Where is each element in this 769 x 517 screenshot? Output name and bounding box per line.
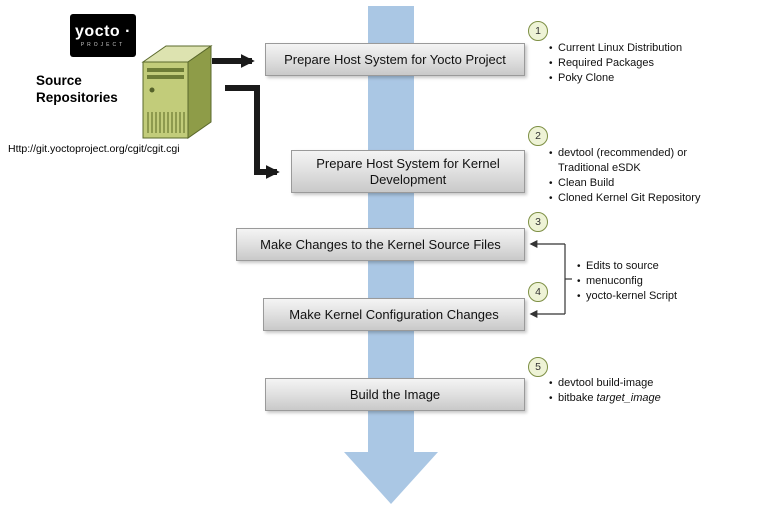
step4-box: Make Kernel Configuration Changes	[263, 298, 525, 331]
step5-box: Build the Image	[265, 378, 525, 411]
bullet-item: Poky Clone	[548, 71, 682, 86]
step3-number-badge: 3	[528, 212, 548, 232]
steps3-4-shared-bullet-list: Edits to source menuconfig yocto-kernel …	[576, 259, 677, 304]
bullet-item: Cloned Kernel Git Repository	[548, 191, 720, 206]
server-icon	[141, 45, 213, 139]
bullet-item: yocto-kernel Script	[576, 289, 677, 304]
bullet-item: Clean Build	[548, 176, 720, 191]
yocto-logo-subtitle: PROJECT	[80, 41, 126, 48]
step1-bullet-list: Current Linux Distribution Required Pack…	[548, 41, 682, 86]
step1-box: Prepare Host System for Yocto Project	[265, 43, 525, 76]
source-repositories-url: Http://git.yoctoproject.org/cgit/cgit.cg…	[8, 143, 180, 155]
bullet-item: devtool (recommended) or Traditional eSD…	[548, 146, 720, 176]
step2-bullet-list: devtool (recommended) or Traditional eSD…	[548, 146, 720, 206]
bullet-item: Required Packages	[548, 56, 682, 71]
step5-bullet-list: devtool build-image bitbake target_image	[548, 376, 661, 406]
step4-number-badge: 4	[528, 282, 548, 302]
bullet-item: Current Linux Distribution	[548, 41, 682, 56]
step5-number-badge: 5	[528, 357, 548, 377]
step2-number-badge: 2	[528, 126, 548, 146]
bullet-item: Edits to source	[576, 259, 677, 274]
yocto-project-logo: yocto · PROJECT	[70, 14, 136, 57]
bullet-text-prefix: bitbake	[558, 392, 597, 404]
arrow-to-step2	[225, 85, 280, 179]
step1-number-badge: 1	[528, 21, 548, 41]
step2-box: Prepare Host System for Kernel Developme…	[291, 150, 525, 193]
source-repositories-label: Source Repositories	[36, 73, 118, 105]
bullet-item: devtool build-image	[548, 376, 661, 391]
bullet-item: menuconfig	[576, 274, 677, 289]
bullet-item: bitbake target_image	[548, 391, 661, 406]
bullet-text-italic: target_image	[596, 392, 661, 404]
step3-box: Make Changes to the Kernel Source Files	[236, 228, 525, 261]
yocto-logo-wordmark: yocto ·	[75, 22, 131, 40]
